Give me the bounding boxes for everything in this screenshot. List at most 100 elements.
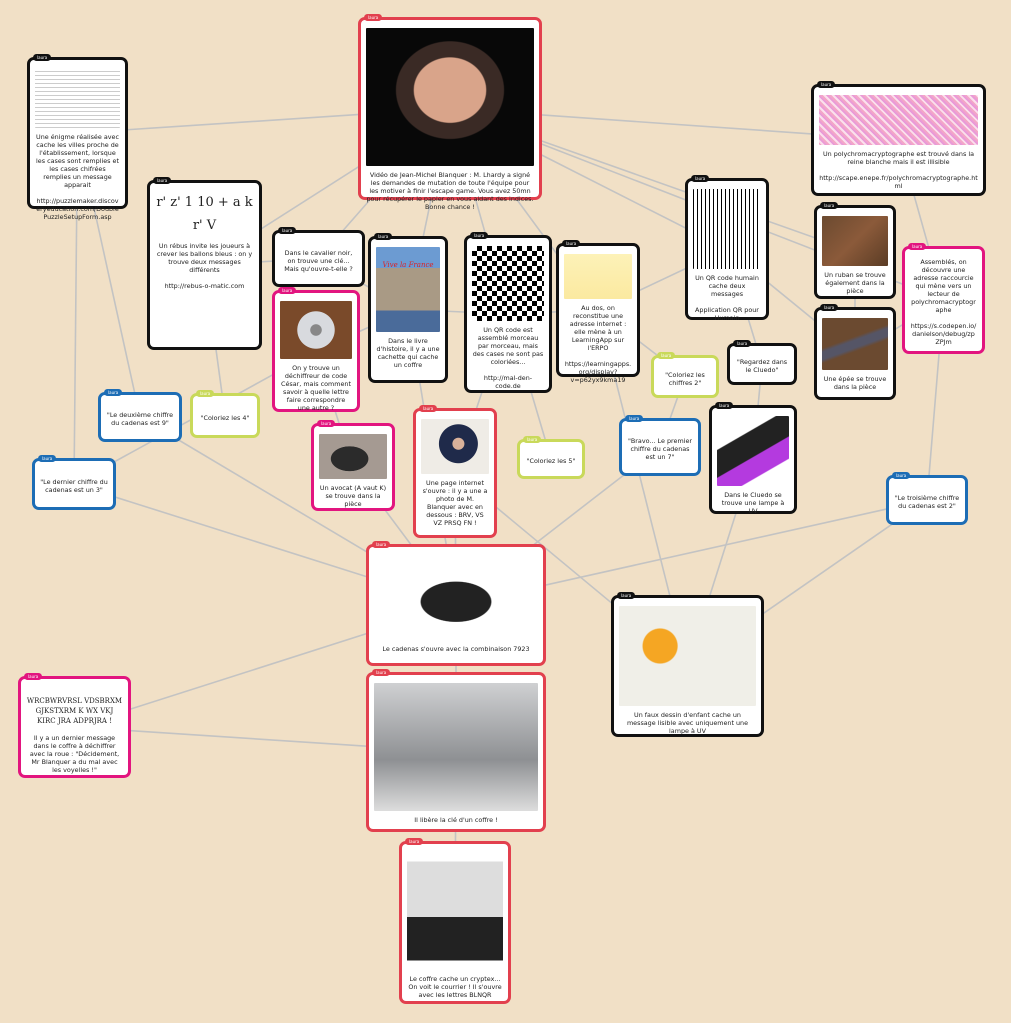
card-text: Une page internet s'ouvre : il y a une a… <box>422 479 488 527</box>
card-c14[interactable]: laura "Coloriez les chiffres 2" <box>651 352 719 398</box>
card-text: Il libère la clé d'un coffre ! <box>414 816 498 824</box>
author-tag: laura <box>153 177 172 184</box>
rebus-puzzle: r' z' 1 10 + a k r' V <box>156 195 253 234</box>
card-text: Au dos, on reconstitue une adresse inter… <box>564 304 632 384</box>
card-image <box>717 416 789 486</box>
card-text: Dans le livre d'histoire, il y a une cac… <box>376 337 440 369</box>
author-tag: laura <box>374 233 393 240</box>
card-image <box>374 683 538 811</box>
card-text: Dans le Cluedo se trouve une lampe à UV <box>721 491 785 515</box>
card-image <box>819 95 978 145</box>
card-c18[interactable]: laura Un avocat (A vaut K) se trouve dans… <box>311 420 395 511</box>
card-image <box>319 434 387 479</box>
card-c28[interactable]: laura Il libère la clé d'un coffre ! <box>366 669 546 832</box>
card-image <box>376 247 440 332</box>
author-tag: laura <box>625 415 644 422</box>
card-image <box>280 301 352 359</box>
author-tag: laura <box>278 287 297 294</box>
card-text: "Le troisième chiffre du cadenas est 2" <box>894 494 960 510</box>
author-tag: laura <box>372 669 391 676</box>
card-text: Le coffre cache un cryptex... On voit le… <box>408 975 502 999</box>
card-text: "Regardez dans le Cluedo" <box>736 358 788 374</box>
card-c20[interactable]: laura "Coloriez les 5" <box>517 436 585 479</box>
author-tag: laura <box>892 472 911 479</box>
card-text: Un QR code humain cache deux messages Ap… <box>695 274 759 322</box>
card-text: Un rébus invite les joueurs à crever les… <box>156 241 253 290</box>
card-image <box>619 606 756 706</box>
card-c8[interactable]: laura Un QR code est assemblé morceau par… <box>464 232 552 393</box>
author-tag: laura <box>523 436 542 443</box>
card-c3[interactable]: laura Un polychromacryptographe est trouv… <box>811 81 986 196</box>
card-c16[interactable]: laura "Le deuxième chiffre du cadenas est… <box>98 389 182 442</box>
card-text: "Bravo... Le premier chiffre du cadenas … <box>627 437 693 461</box>
author-tag: laura <box>405 838 424 845</box>
card-image <box>564 254 632 299</box>
card-text: Assemblés, on découvre une adresse racco… <box>910 258 977 346</box>
card-text: Il y a un dernier message dans le coffre… <box>29 734 120 775</box>
author-tag: laura <box>820 304 839 311</box>
card-text: Le cadenas s'ouvre avec la combinaison 7… <box>382 645 530 653</box>
card-text: "Coloriez les 4" <box>200 413 250 422</box>
card-c10[interactable]: laura Un QR code humain cache deux messag… <box>685 175 769 322</box>
author-tag: laura <box>657 352 676 359</box>
author-tag: laura <box>419 405 438 412</box>
card-c4[interactable]: laura r' z' 1 10 + a k r' V Un rébus invit… <box>147 177 262 350</box>
card-text: Un avocat (A vaut K) se trouve dans la p… <box>319 484 387 508</box>
card-c25[interactable]: laura Le cadenas s'ouvre avec la combinai… <box>366 541 546 666</box>
card-image <box>822 216 888 266</box>
card-text: Dans le cavalier noir, on trouve une clé… <box>284 248 353 273</box>
card-image <box>822 318 888 370</box>
card-text: Vidéo de Jean-Michel Blanquer : M. Lhard… <box>366 171 534 211</box>
author-tag: laura <box>562 240 581 247</box>
card-image <box>421 419 489 474</box>
author-tag: laura <box>820 202 839 209</box>
card-image <box>472 246 544 321</box>
card-c23[interactable]: laura "Le dernier chiffre du cadenas est … <box>32 455 116 510</box>
card-image <box>35 68 120 128</box>
card-c24[interactable]: laura "Le troisième chiffre du cadenas es… <box>886 472 968 525</box>
card-c15[interactable]: laura"Regardez dans le Cluedo" <box>727 340 797 385</box>
card-image <box>407 852 503 970</box>
card-text: "Coloriez les chiffres 2" <box>665 370 705 387</box>
author-tag: laura <box>24 673 43 680</box>
card-text: "Le dernier chiffre du cadenas est un 3" <box>40 478 108 494</box>
author-tag: laura <box>38 455 57 462</box>
card-c21[interactable]: laura "Bravo... Le premier chiffre du cad… <box>619 415 701 476</box>
card-c9[interactable]: laura Au dos, on reconstitue une adresse … <box>556 240 640 384</box>
card-c17[interactable]: laura "Coloriez les 4" <box>190 390 260 438</box>
card-text: "Le deuxième chiffre du cadenas est 9" <box>106 411 174 427</box>
card-c26[interactable]: laura Un faux dessin d'enfant cache un me… <box>611 592 764 737</box>
author-tag: laura <box>372 541 391 548</box>
author-tag: laura <box>470 232 489 239</box>
card-text: On y trouve un déchiffreur de code César… <box>281 364 351 412</box>
author-tag: laura <box>908 243 927 250</box>
card-c6[interactable]: laura On y trouve un déchiffreur de code … <box>272 287 360 412</box>
card-text: "Coloriez les 5" <box>526 457 576 465</box>
card-image <box>366 28 534 166</box>
card-image <box>693 189 761 269</box>
card-text: Un faux dessin d'enfant cache un message… <box>626 711 749 735</box>
author-tag: laura <box>617 592 636 599</box>
card-text: Une épée se trouve dans la pièce <box>823 375 887 391</box>
author-tag: laura <box>196 390 215 397</box>
author-tag: laura <box>817 81 836 88</box>
card-text: Un polychromacryptographe est trouvé dan… <box>819 150 978 190</box>
author-tag: laura <box>317 420 336 427</box>
author-tag: laura <box>691 175 710 182</box>
card-text: Un QR code est assemblé morceau par morc… <box>472 326 544 390</box>
author-tag: laura <box>278 227 297 234</box>
card-c29[interactable]: laura Le coffre cache un cryptex... On vo… <box>399 838 511 1004</box>
card-text: Une énigme réalisée avec cache les ville… <box>36 133 119 221</box>
author-tag: laura <box>715 402 734 409</box>
author-tag: laura <box>104 389 123 396</box>
